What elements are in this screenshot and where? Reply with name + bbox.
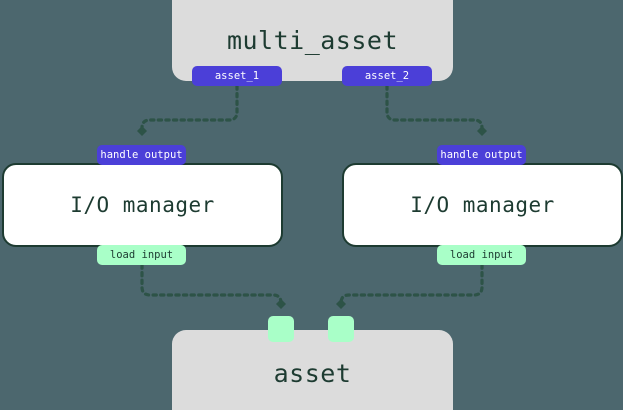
- port-load-input-left[interactable]: load input: [97, 245, 186, 265]
- node-io-manager-left-label: I/O manager: [70, 193, 215, 217]
- port-asset-2-label: asset_2: [364, 69, 410, 82]
- port-handle-output-left[interactable]: handle output: [97, 145, 186, 165]
- edge-load-input-left-to-asset: [140, 263, 286, 309]
- node-io-manager-left[interactable]: I/O manager: [2, 163, 283, 247]
- port-asset-1-label: asset_1: [214, 69, 260, 82]
- port-handle-output-left-label: handle output: [100, 148, 183, 161]
- port-load-input-left-label: load input: [109, 248, 174, 261]
- edge-load-input-right-to-asset: [336, 263, 484, 309]
- node-io-manager-right[interactable]: I/O manager: [342, 163, 623, 247]
- edge-asset2-to-handle-output-right: [385, 84, 487, 136]
- port-asset-1[interactable]: asset_1: [192, 66, 282, 86]
- edge-asset1-to-handle-output-left: [137, 84, 239, 136]
- port-load-input-right-label: load input: [449, 248, 514, 261]
- port-load-input-right[interactable]: load input: [437, 245, 526, 265]
- port-asset-input-2[interactable]: [328, 316, 354, 342]
- port-handle-output-right-label: handle output: [440, 148, 523, 161]
- node-io-manager-right-label: I/O manager: [410, 193, 555, 217]
- node-asset-label: asset: [273, 358, 352, 388]
- port-asset-input-1[interactable]: [268, 316, 294, 342]
- node-asset[interactable]: asset: [172, 330, 453, 410]
- port-asset-2[interactable]: asset_2: [342, 66, 432, 86]
- port-handle-output-right[interactable]: handle output: [437, 145, 526, 165]
- node-multi-asset-label: multi_asset: [226, 26, 399, 55]
